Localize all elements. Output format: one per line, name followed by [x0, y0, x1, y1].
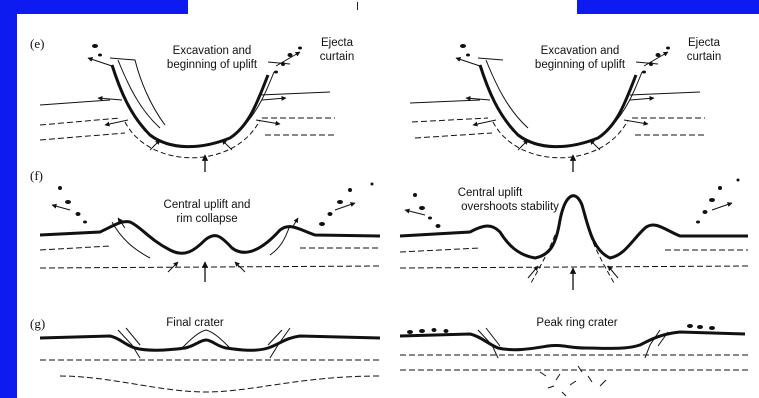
side-label-e-left-1: Ejecta — [321, 37, 354, 49]
side-label-e-right-2: curtain — [687, 51, 722, 63]
crater-g-left — [40, 328, 380, 392]
caption-f-left-2: rim collapse — [176, 213, 237, 225]
caption-g-right: Peak ring crater — [536, 317, 617, 329]
caption-e-right-1: Excavation and — [541, 45, 620, 57]
panel-label-g: (g) — [30, 316, 45, 331]
crater-f-left — [40, 183, 380, 283]
caption-e-left-1: Excavation and — [173, 45, 252, 57]
panel-label-e: (e) — [30, 36, 44, 51]
crater-g-right — [400, 324, 748, 396]
panel-label-f: (f) — [30, 168, 43, 183]
caption-f-left-1: Central uplift and — [164, 199, 251, 211]
side-label-e-right-1: Ejecta — [688, 37, 721, 49]
crater-f-right — [400, 179, 748, 291]
caption-f-right-1: Central uplift — [458, 187, 523, 199]
caption-e-right-2: beginning of uplift — [535, 59, 626, 71]
caption-g-left: Final crater — [166, 317, 224, 329]
caption-f-right-2: overshoots stability — [461, 201, 559, 213]
caption-e-left-2: beginning of uplift — [167, 59, 258, 71]
side-label-e-left-2: curtain — [320, 51, 355, 63]
